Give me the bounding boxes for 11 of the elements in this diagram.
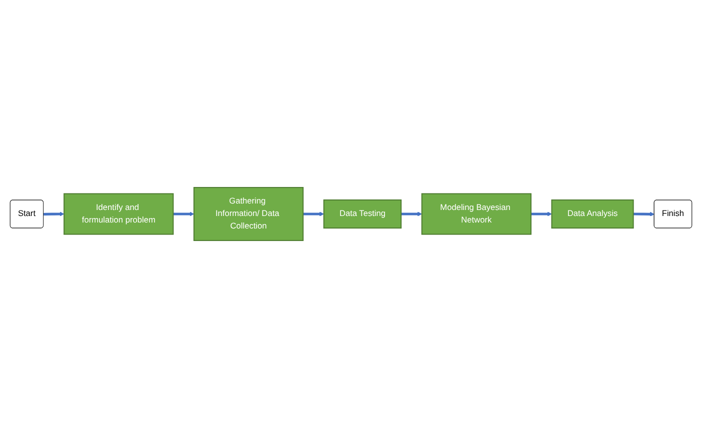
arrow (530, 212, 552, 216)
node-box: Identify and formulation problem (64, 193, 174, 235)
arrow (44, 212, 64, 216)
node-box: Modeling Bayesian Network (421, 193, 532, 235)
arrow (401, 212, 422, 216)
node-box: Data Testing (323, 199, 402, 229)
arrow (303, 212, 324, 216)
node-box: Data Analysis (551, 199, 634, 229)
arrow (173, 212, 194, 216)
node-box: Gathering Information/ Data Collection (193, 186, 304, 242)
arrow (633, 212, 655, 216)
